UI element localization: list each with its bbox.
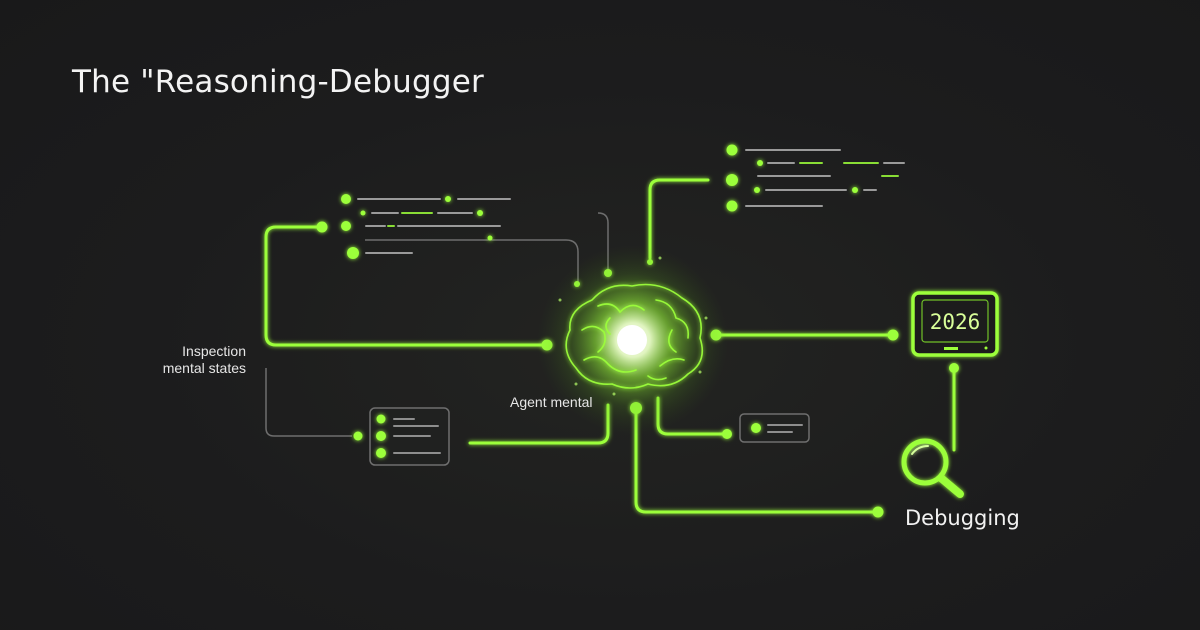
node-dot [316,221,328,233]
connector-to-debugging [634,408,880,514]
status-card-frame [739,413,810,443]
inspection-label: Inspection mental states [150,343,246,377]
code-bullet [487,235,493,241]
inspection-label-line1: Inspection [182,343,246,359]
agent-label: Agent mental [510,394,593,410]
connectors [264,178,956,514]
brain-icon [538,245,728,435]
code-bullet [341,194,351,204]
thin-connector-top-left [365,239,579,282]
checklist-card [369,407,450,466]
brain-outline [565,283,704,389]
thin-connector-top [597,212,609,270]
code-snippet-top-right [726,144,905,212]
brain-fold [581,325,606,353]
status-card [739,413,810,443]
code-bullet [726,200,738,212]
magnifier-handle [937,474,964,498]
node-dot [353,431,363,441]
checklist-bullet [376,448,386,458]
monitor-screen [921,299,989,343]
code-bullet [477,210,483,216]
node-dot [722,429,732,439]
thin-connector-inspection [265,368,352,437]
code-bullet [726,174,738,186]
monitor-stand [944,347,958,350]
code-bullet [754,187,760,193]
spark [558,298,562,302]
brain-fold [668,329,677,353]
inspection-label-line2: mental states [162,360,246,376]
spark [704,316,708,320]
page-title: The "Reasoning-Debugger [72,64,484,100]
monitor-icon: 2026 [911,291,999,357]
code-snippet-top-left [341,194,511,259]
brain-fold [659,358,685,367]
code-bullet [347,247,359,259]
node-dot [887,329,899,341]
code-bullet [852,187,858,193]
spark [574,382,578,386]
code-bullet [360,210,366,216]
monitor-led [984,346,988,350]
brain-fold [597,303,645,314]
connector-left-box [468,403,610,445]
status-bullet [751,423,761,433]
monitor-year: 2026 [930,310,981,334]
spark [698,370,702,374]
connector-left-loop [264,225,549,347]
checklist-bullet [376,431,386,441]
spark [658,256,662,260]
node-dot [949,363,959,373]
node-dot [872,506,884,518]
brain-fold [605,317,611,335]
code-bullet [757,160,763,166]
monitor-frame [911,291,999,357]
brain-fold [655,299,690,339]
brain-fold [583,356,637,373]
code-bullet [445,196,451,202]
code-bullet [341,221,351,231]
code-bullet [726,144,738,156]
spark [612,392,616,396]
magnifier-icon [901,438,964,498]
magnifier-lens [901,438,949,486]
checklist-bullet [376,414,386,424]
thin-connectors [265,212,609,437]
magnifier-glint [911,445,929,455]
debugging-label: Debugging [905,506,1020,530]
brain-fold [647,375,667,381]
brain-core [617,325,647,355]
connector-top-right [648,178,710,260]
